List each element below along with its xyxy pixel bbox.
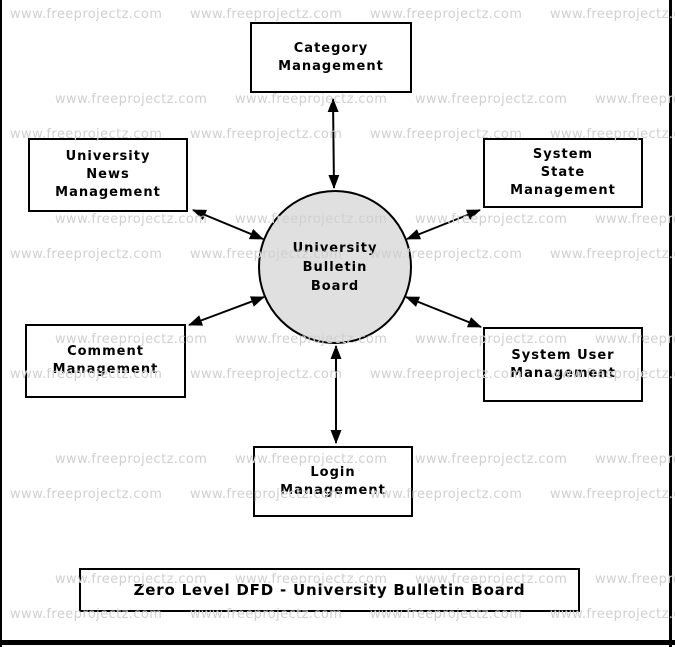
frame-border-bottom (0, 640, 675, 645)
arrow-system-user (405, 296, 482, 328)
entity-label-line: System (532, 147, 594, 162)
entity-login-management: Login Management (253, 446, 413, 517)
entity-label-line: Comment (67, 344, 144, 359)
diagram-caption-text: Zero Level DFD - University Bulletin Boa… (133, 581, 526, 599)
process-label-line: University (292, 240, 378, 256)
entity-label-line: News (86, 167, 130, 182)
entity-university-news-management: University News Management (28, 138, 188, 212)
diagram-caption: Zero Level DFD - University Bulletin Boa… (79, 568, 580, 612)
entity-label-line: Login (310, 464, 356, 480)
entity-comment-management: Comment Management (25, 324, 186, 398)
entity-label-line: State (540, 165, 586, 180)
entity-label-line: Category (293, 40, 369, 56)
arrow-system-state (406, 209, 481, 240)
entity-label-line: University (65, 149, 151, 164)
process-label-line: Bulletin (302, 259, 368, 275)
process-label-line: Board (310, 278, 360, 294)
arrow-comment (188, 296, 265, 326)
entity-label-line: Management (510, 183, 616, 198)
process-university-bulletin-board: University Bulletin Board (258, 190, 412, 344)
entity-label-line: Management (510, 365, 616, 381)
arrow-university-news (192, 209, 264, 240)
frame-border-left (0, 0, 2, 647)
entity-label-line: Management (55, 185, 161, 200)
entity-category-management: Category Management (250, 22, 412, 93)
arrow-category (327, 98, 340, 189)
entity-system-state-management: System State Management (483, 138, 643, 208)
entity-label-line: System User (511, 347, 615, 363)
entity-label-line: Management (52, 362, 159, 377)
entity-system-user-management: System User Management (483, 327, 643, 402)
entity-label-line: Management (280, 482, 386, 498)
entity-label-line: Management (278, 58, 384, 74)
frame-border-right (669, 0, 672, 647)
